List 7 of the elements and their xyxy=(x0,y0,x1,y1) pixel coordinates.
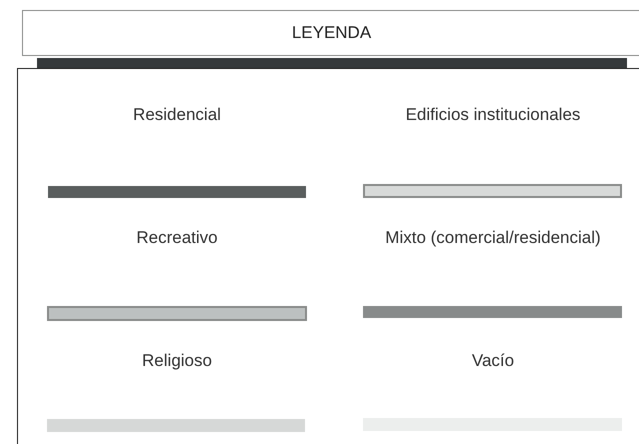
legend-label: Religioso xyxy=(141,351,213,371)
legend-label: Edificios institucionales xyxy=(404,105,582,125)
legend-label: Mixto (comercial/residencial) xyxy=(384,228,602,248)
legend-title: LEYENDA xyxy=(290,23,372,43)
legend-label: Residencial xyxy=(132,105,222,125)
legend-label: Recreativo xyxy=(135,228,219,248)
legend-label: Vacío xyxy=(470,351,516,371)
